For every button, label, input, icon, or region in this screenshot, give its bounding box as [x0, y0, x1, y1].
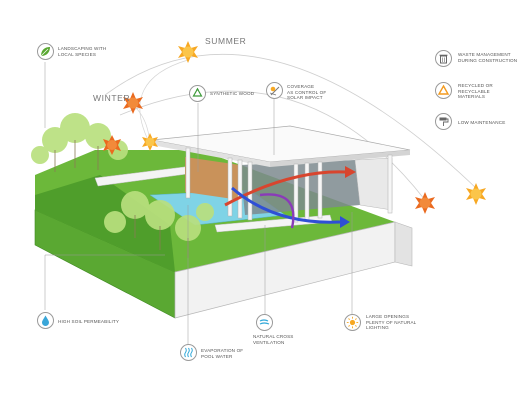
sun-icon: [346, 316, 359, 329]
maintenance-label: LOW MAINTENANCE: [458, 120, 506, 125]
sun-left-mid: [142, 133, 158, 151]
evaporation-icon: [184, 347, 193, 358]
evaporation-badge: [180, 344, 197, 361]
cool-air-arrowhead: [340, 216, 350, 228]
sun-left-low: [103, 135, 121, 155]
sun-winter-left: [123, 92, 143, 114]
warm-air-arrow: [224, 170, 346, 207]
summer-label: SUMMER: [205, 36, 247, 46]
soil-badge: [37, 312, 54, 329]
sun-summer-top: [178, 41, 198, 63]
cool-air-arrow: [231, 186, 341, 224]
recycle-triangle-icon: [437, 84, 450, 95]
ventilation-badge: [256, 314, 273, 331]
side-wall: [354, 157, 393, 211]
warm-air-arrowhead: [345, 166, 356, 178]
landscaping-badge: [37, 43, 54, 60]
coverage-badge: [266, 82, 283, 99]
water-drop-icon: [42, 315, 49, 326]
landscaping-label: LANDSCAPING WITH LOCAL SPECIES: [58, 46, 107, 57]
synthetic-wood-badge: [189, 85, 206, 102]
wood-back-wall: [185, 157, 240, 200]
summer-sun-path: [104, 53, 479, 191]
coverage-label: COVERAGE AS CONTROL OF SOLAR IMPACT: [287, 84, 327, 101]
tree-trunks: [54, 140, 189, 258]
trash-can-icon: [439, 54, 448, 64]
waste-label: WASTE MANAGEMENT DURING CONSTRUCTION: [458, 52, 518, 63]
sun-winter-right: [415, 192, 435, 214]
columns: [185, 147, 393, 223]
mixed-air-arrow: [259, 193, 295, 229]
tree-cluster: [31, 113, 214, 241]
wind-icon: [259, 319, 270, 325]
summer-ray-arc: [139, 59, 189, 141]
winter-label: WINTER: [93, 93, 131, 103]
retaining-wall-end: [394, 221, 413, 267]
sun-summer-right: [466, 183, 486, 205]
paint-roller-icon: [439, 117, 449, 126]
evaporation-label: EVAPORATION OF POOL WATER: [201, 348, 244, 359]
openings-label: LARGE OPENINGS PLENTY OF NATURAL LIGHTIN…: [366, 314, 417, 331]
synthetic-wood-label: SYNTHETIC WOOD: [210, 91, 255, 96]
recycled-label: RECYCLED OR RECYCLABLE MATERIALS: [458, 83, 493, 100]
glass-wall: [240, 160, 360, 215]
sun-shade-icon: [269, 86, 280, 96]
leader-lines: [44, 62, 353, 345]
recycle-icon: [192, 87, 203, 97]
maintenance-badge: [435, 113, 452, 130]
openings-badge: [344, 314, 361, 331]
ventilation-label: NATURAL CROSS VENTILATION: [253, 334, 294, 345]
soil-label: HIGH SOIL PERMEABILITY: [58, 319, 120, 324]
leaf-icon: [40, 47, 50, 57]
recycled-badge: [435, 82, 452, 99]
waste-badge: [435, 50, 452, 67]
